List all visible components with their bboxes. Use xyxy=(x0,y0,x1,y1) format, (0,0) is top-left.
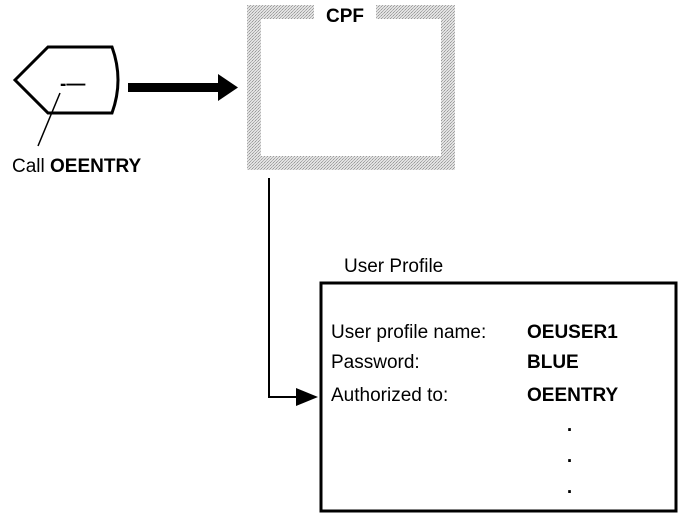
continuation-dot-1: · xyxy=(567,420,573,441)
call-label: Call OEENTRY xyxy=(12,156,141,177)
profile-row-authorized: Authorized to: OEENTRY xyxy=(331,385,618,406)
call-prefix: Call xyxy=(12,156,45,177)
profile-label-password: Password: xyxy=(331,352,420,373)
call-program: OEENTRY xyxy=(50,156,141,177)
profile-value-password: BLUE xyxy=(527,352,579,373)
profile-row-name: User profile name: OEUSER1 xyxy=(331,322,618,343)
user-profile-title: User Profile xyxy=(344,256,443,277)
continuation-dot-3: · xyxy=(567,482,573,503)
cpf-box: CPF xyxy=(247,4,455,170)
display-prompt-glyph: -— xyxy=(60,74,85,95)
leader-line xyxy=(37,92,61,147)
profile-row-password: Password: BLUE xyxy=(331,352,579,373)
cpf-title: CPF xyxy=(326,6,364,27)
display-station-symbol: -— xyxy=(12,45,120,115)
profile-label-authorized: Authorized to: xyxy=(331,385,448,406)
call-arrow xyxy=(128,74,238,101)
profile-value-authorized: OEENTRY xyxy=(527,385,618,406)
profile-value-name: OEUSER1 xyxy=(527,322,618,343)
profile-connector-arrow xyxy=(268,178,318,406)
profile-label-name: User profile name: xyxy=(331,322,486,343)
continuation-dot-2: · xyxy=(567,451,573,472)
user-profile-box xyxy=(319,281,678,513)
